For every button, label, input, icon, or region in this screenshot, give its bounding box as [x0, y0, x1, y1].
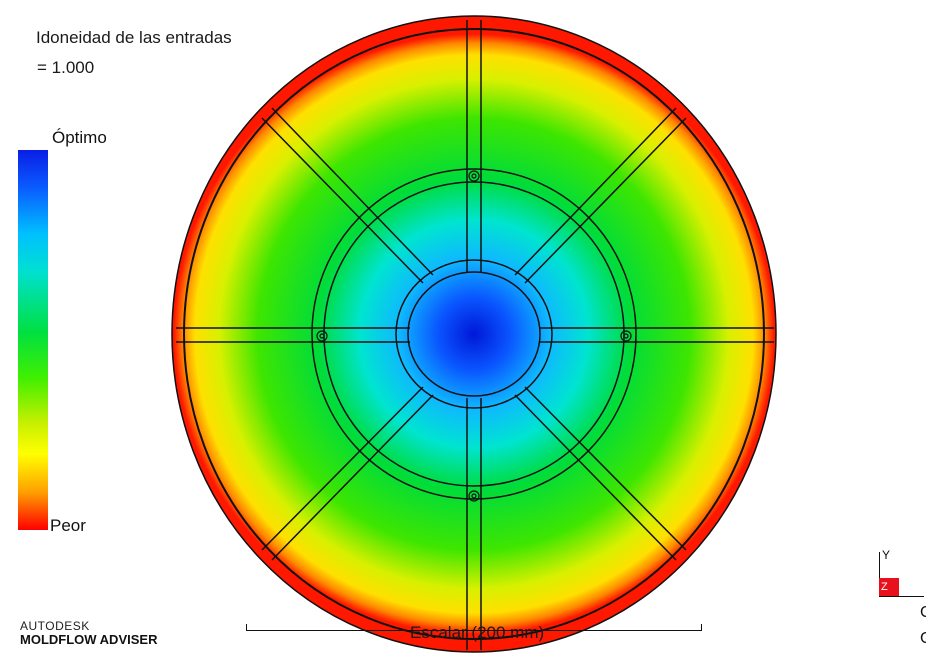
x-axis-line [879, 596, 924, 597]
orientation-triad[interactable]: Y Z C C [876, 548, 926, 658]
middle-ring-outer [311, 168, 637, 500]
cut-label-1: C [920, 604, 926, 621]
result-title: Idoneidad de las entradas [36, 28, 232, 47]
logo-line-1: AUTODESK [20, 619, 90, 633]
boss-markers [316, 170, 632, 502]
autodesk-moldflow-logo: AUTODESK MOLDFLOW ADVISER [20, 619, 157, 647]
result-value: = 1.000 [37, 58, 95, 77]
cut-label-2: C [920, 630, 926, 647]
scale-tick-left [246, 624, 247, 631]
hub-ring-inner [407, 271, 541, 397]
z-axis-box [879, 578, 899, 596]
color-legend-bar [18, 150, 48, 530]
middle-ring-inner [323, 181, 625, 487]
scale-tick-right [701, 624, 702, 631]
logo-line-2: MOLDFLOW ADVISER [20, 632, 158, 647]
y-axis-line [879, 552, 880, 596]
hub-ring-outer [395, 259, 553, 409]
scale-line [246, 630, 702, 631]
legend-bottom-label: Peor [50, 516, 86, 535]
scale-bar [246, 624, 702, 636]
y-axis-label: Y [882, 548, 891, 562]
scale-label: Escalar (200 mm) [410, 623, 545, 642]
z-axis-label: Z [881, 581, 888, 593]
ribs [176, 20, 774, 650]
outer-rim [183, 28, 765, 640]
legend-top-label: Óptimo [52, 128, 107, 147]
part-disc [171, 15, 777, 653]
